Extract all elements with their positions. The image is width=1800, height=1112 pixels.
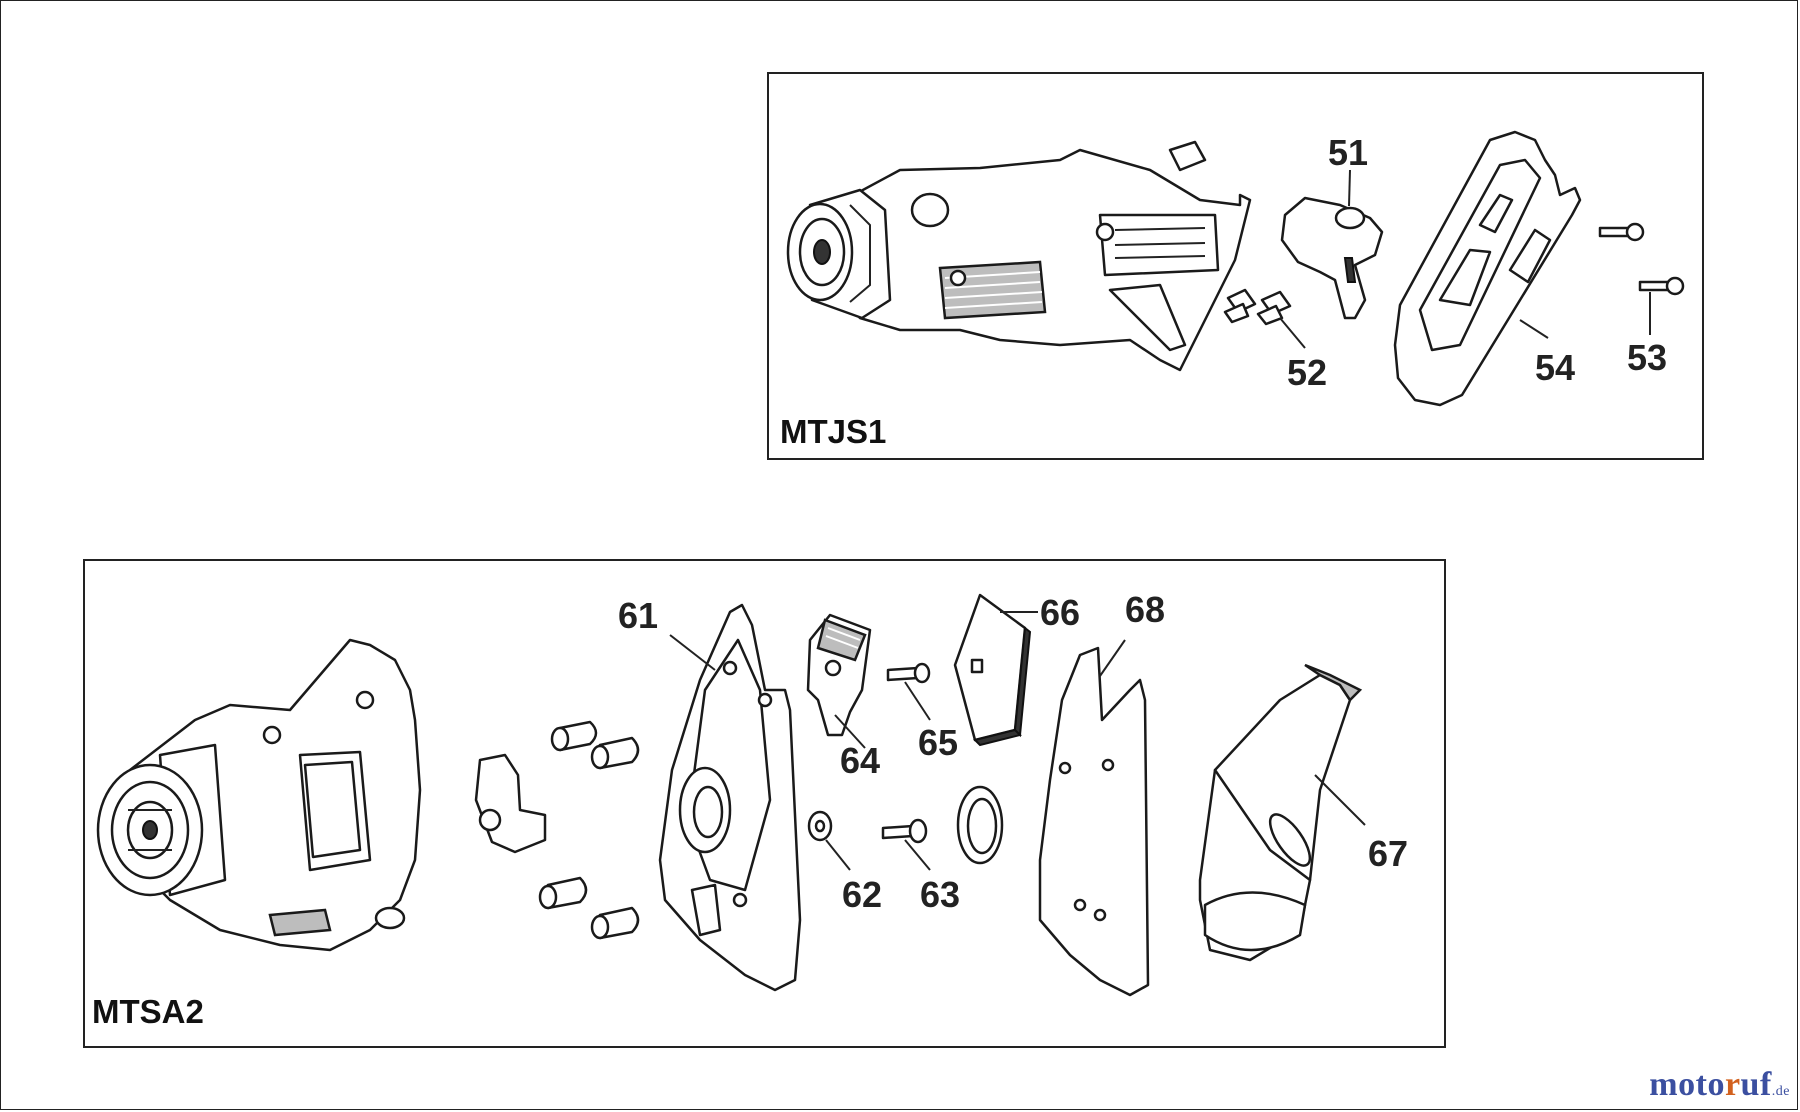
callout-51: 51 — [1328, 132, 1368, 173]
part-65-pin — [886, 662, 931, 721]
sander-head-body — [96, 638, 422, 952]
panel-label-mtjs1: MTJS1 — [780, 413, 886, 450]
part-51-blade-clamp — [1280, 169, 1384, 320]
panel-mtsa2: 61 64 65 66 68 62 63 67 MTSA2 — [83, 559, 1446, 1048]
part-64-clamp-plate — [806, 613, 872, 749]
part-53-pins — [1598, 222, 1685, 335]
callout-63: 63 — [920, 874, 960, 915]
part-52-screws — [1223, 288, 1306, 349]
watermark-logo: motoruf.de — [1649, 1066, 1790, 1103]
panel-label-mtsa2: MTSA2 — [92, 993, 204, 1030]
callout-64: 64 — [840, 740, 880, 781]
part-66-pad — [953, 593, 1038, 747]
part-63-screw — [881, 818, 931, 871]
part-67-finger-attachment — [1198, 663, 1366, 962]
callout-67: 67 — [1368, 833, 1408, 874]
rubber-cylinders — [538, 720, 640, 940]
eccentric-cam — [474, 753, 547, 854]
callout-62: 62 — [842, 874, 882, 915]
callout-65: 65 — [918, 722, 958, 763]
part-54-base-plate — [1393, 130, 1582, 407]
callout-53: 53 — [1627, 337, 1667, 378]
callout-61: 61 — [618, 595, 658, 636]
part-62-washer — [807, 810, 851, 871]
panel-mtjs1: 51 52 54 53 MTJS1 — [767, 72, 1704, 460]
callout-68: 68 — [1125, 589, 1165, 630]
part-68-sanding-sheet — [1038, 639, 1150, 997]
callout-54: 54 — [1535, 347, 1575, 388]
callout-66: 66 — [1040, 592, 1080, 633]
jigsaw-head-body — [786, 140, 1252, 372]
callout-52: 52 — [1287, 352, 1327, 393]
part-61-base-housing — [658, 603, 802, 992]
sealing-ring — [956, 785, 1004, 865]
